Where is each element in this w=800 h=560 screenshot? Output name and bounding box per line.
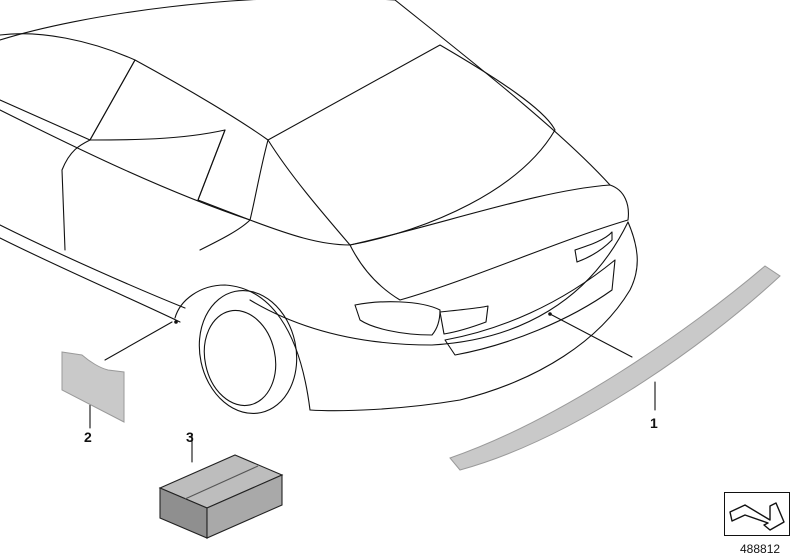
car-license-recess	[444, 259, 616, 356]
car-wheel	[198, 289, 298, 415]
car-door-line	[61, 139, 91, 251]
callout-label-3: 3	[186, 429, 194, 445]
diagram-code: 488812	[740, 542, 781, 556]
part-2-protective-film	[61, 351, 125, 423]
reference-icon-box	[724, 492, 790, 536]
car-spoiler	[574, 231, 613, 263]
part-1-loading-sill-film	[449, 265, 781, 471]
car-c-pillar	[197, 129, 251, 251]
car-rear-window	[267, 44, 556, 246]
car-taillight-inner	[439, 305, 489, 335]
leader-line-1	[549, 313, 633, 358]
car-wheel-arch	[174, 284, 311, 411]
car-sill	[0, 224, 186, 323]
part-3-kit-box	[158, 454, 284, 539]
car-taillight-left	[354, 301, 441, 336]
leader-line-2	[104, 321, 173, 361]
car-roof-outline	[0, 0, 611, 186]
callout-dot-2	[174, 320, 178, 324]
car-trunk-lid	[349, 184, 629, 301]
car-rear-bumper	[249, 221, 638, 412]
car-side-window-rear	[89, 59, 269, 221]
callout-dot-1	[548, 312, 552, 316]
car-side-window-front	[0, 33, 136, 141]
car-wheel-inner	[203, 309, 277, 407]
car-beltline	[0, 109, 351, 246]
callout-label-1: 1	[650, 415, 658, 431]
callout-label-2: 2	[84, 429, 92, 445]
